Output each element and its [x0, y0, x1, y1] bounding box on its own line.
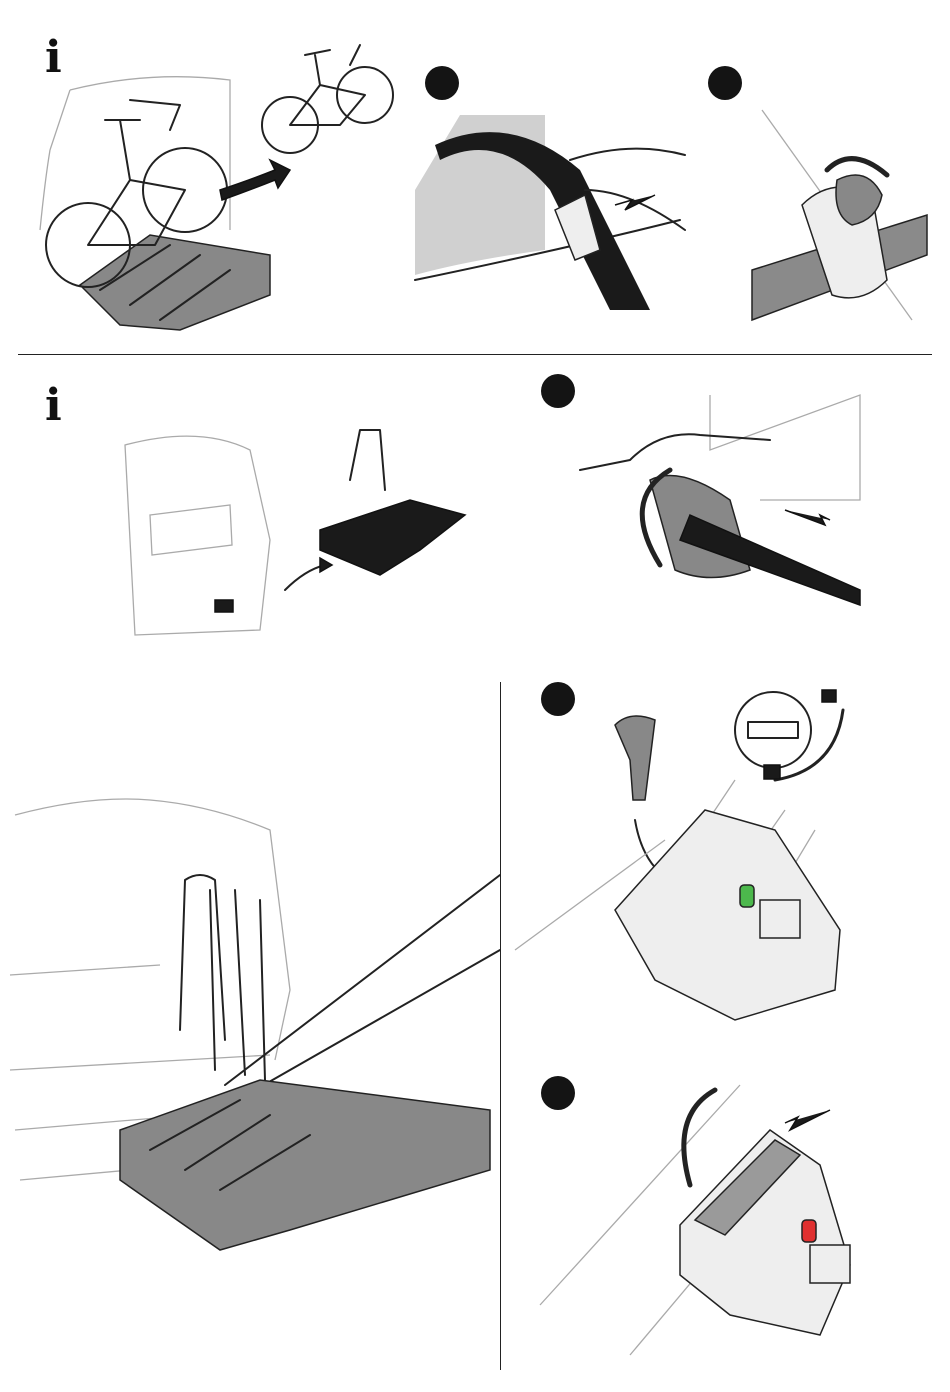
step-marker	[541, 374, 575, 408]
info-icon: i	[45, 384, 62, 428]
release-lever-illustration	[530, 1085, 850, 1375]
step-marker	[708, 66, 742, 100]
load-bike-illustration	[30, 30, 400, 345]
connector-twist-illustration	[580, 390, 860, 605]
column-divider	[500, 682, 501, 1370]
lock-key-illustration	[515, 690, 855, 1050]
carrier-overview-illustration	[10, 790, 500, 1265]
section-divider	[18, 354, 932, 355]
knob-turn-illustration	[752, 105, 927, 327]
mount-carrier-illustration	[120, 420, 470, 640]
step-marker	[425, 66, 459, 100]
strap-tighten-illustration	[410, 100, 690, 315]
